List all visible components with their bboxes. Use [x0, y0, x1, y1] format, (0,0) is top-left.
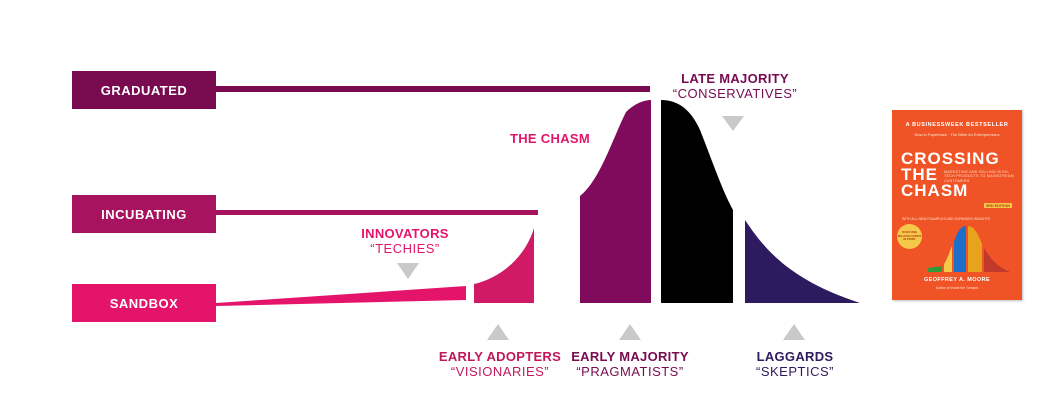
early-adopters-title: EARLY ADOPTERS: [438, 349, 562, 364]
book-title-line-1: CROSSING: [901, 149, 1000, 168]
laggards-pointer: [783, 324, 805, 340]
graduated-label-text: GRADUATED: [100, 82, 188, 98]
laggards-subtitle: “SKEPTICS”: [756, 363, 834, 379]
book-bestseller-line: A BUSINESSWEEK BESTSELLER: [905, 122, 1009, 128]
laggards-caption: LAGGARDS “SKEPTICS”: [725, 349, 865, 380]
laggards-title: LAGGARDS: [756, 349, 834, 364]
chasm-caption: THE CHASM: [495, 131, 605, 147]
book-badge-text: OVER ONE MILLION COPIES IN PRINT: [897, 230, 922, 242]
late-majority-subtitle: “CONSERVATIVES”: [672, 85, 798, 101]
book-edition-badge: 3RD EDITION: [984, 203, 1013, 208]
book-million-copies-badge: OVER ONE MILLION COPIES IN PRINT: [897, 224, 922, 249]
early-majority-title: EARLY MAJORITY: [571, 349, 689, 364]
early-majority-pointer: [619, 324, 641, 340]
book-edition-note: WITH ALL-NEW EXAMPLES AND EXPANDED INSIG…: [902, 217, 990, 221]
incubating-label: INCUBATING: [72, 195, 216, 233]
late-majority-segment: [661, 100, 733, 303]
incubating-label-text: INCUBATING: [101, 206, 187, 222]
late-majority-pointer: [722, 116, 744, 131]
early-majority-subtitle: “PRAGMATISTS”: [576, 363, 684, 379]
sandbox-label: SANDBOX: [72, 284, 216, 322]
graduated-connector-line: [216, 86, 650, 92]
innovators-pointer: [397, 263, 419, 279]
book-subtitle: MARKETING AND SELLING HIGH-TECH PRODUCTS…: [944, 170, 1014, 183]
laggards-segment: [745, 220, 860, 303]
graduated-label: GRADUATED: [72, 71, 216, 109]
book-title-line-3: CHASM: [901, 181, 969, 200]
crossing-the-chasm-book-cover: A BUSINESSWEEK BESTSELLER Now in Paperba…: [892, 110, 1022, 300]
early-majority-segment: [580, 100, 651, 303]
chasm-title: THE CHASM: [510, 131, 590, 146]
innovators-subtitle: “TECHIES”: [370, 240, 440, 256]
book-mini-curve: [928, 226, 1010, 272]
book-author: GEOFFREY A. MOORE: [923, 277, 991, 283]
innovators-segment: [216, 286, 466, 306]
early-adopters-pointer: [487, 324, 509, 340]
book-title-line-2: THE: [901, 165, 938, 184]
book-title: CROSSING THE CHASM: [901, 149, 1021, 200]
late-majority-caption: LATE MAJORITY “CONSERVATIVES”: [660, 71, 810, 102]
sandbox-label-text: SANDBOX: [109, 295, 179, 311]
book-author-note: Author of Inside the Tornado: [935, 286, 979, 290]
early-adopters-caption: EARLY ADOPTERS “VISIONARIES”: [430, 349, 570, 380]
innovators-caption: INNOVATORS “TECHIES”: [340, 226, 470, 257]
early-adopters-subtitle: “VISIONARIES”: [450, 363, 550, 379]
late-majority-title: LATE MAJORITY: [681, 71, 789, 86]
book-tagline: Now in Paperback · The Bible for Entrepr…: [914, 132, 1000, 137]
incubating-connector-line: [216, 210, 538, 215]
early-majority-caption: EARLY MAJORITY “PRAGMATISTS”: [560, 349, 700, 380]
early-adopters-segment: [474, 228, 534, 303]
innovators-title: INNOVATORS: [361, 226, 449, 241]
